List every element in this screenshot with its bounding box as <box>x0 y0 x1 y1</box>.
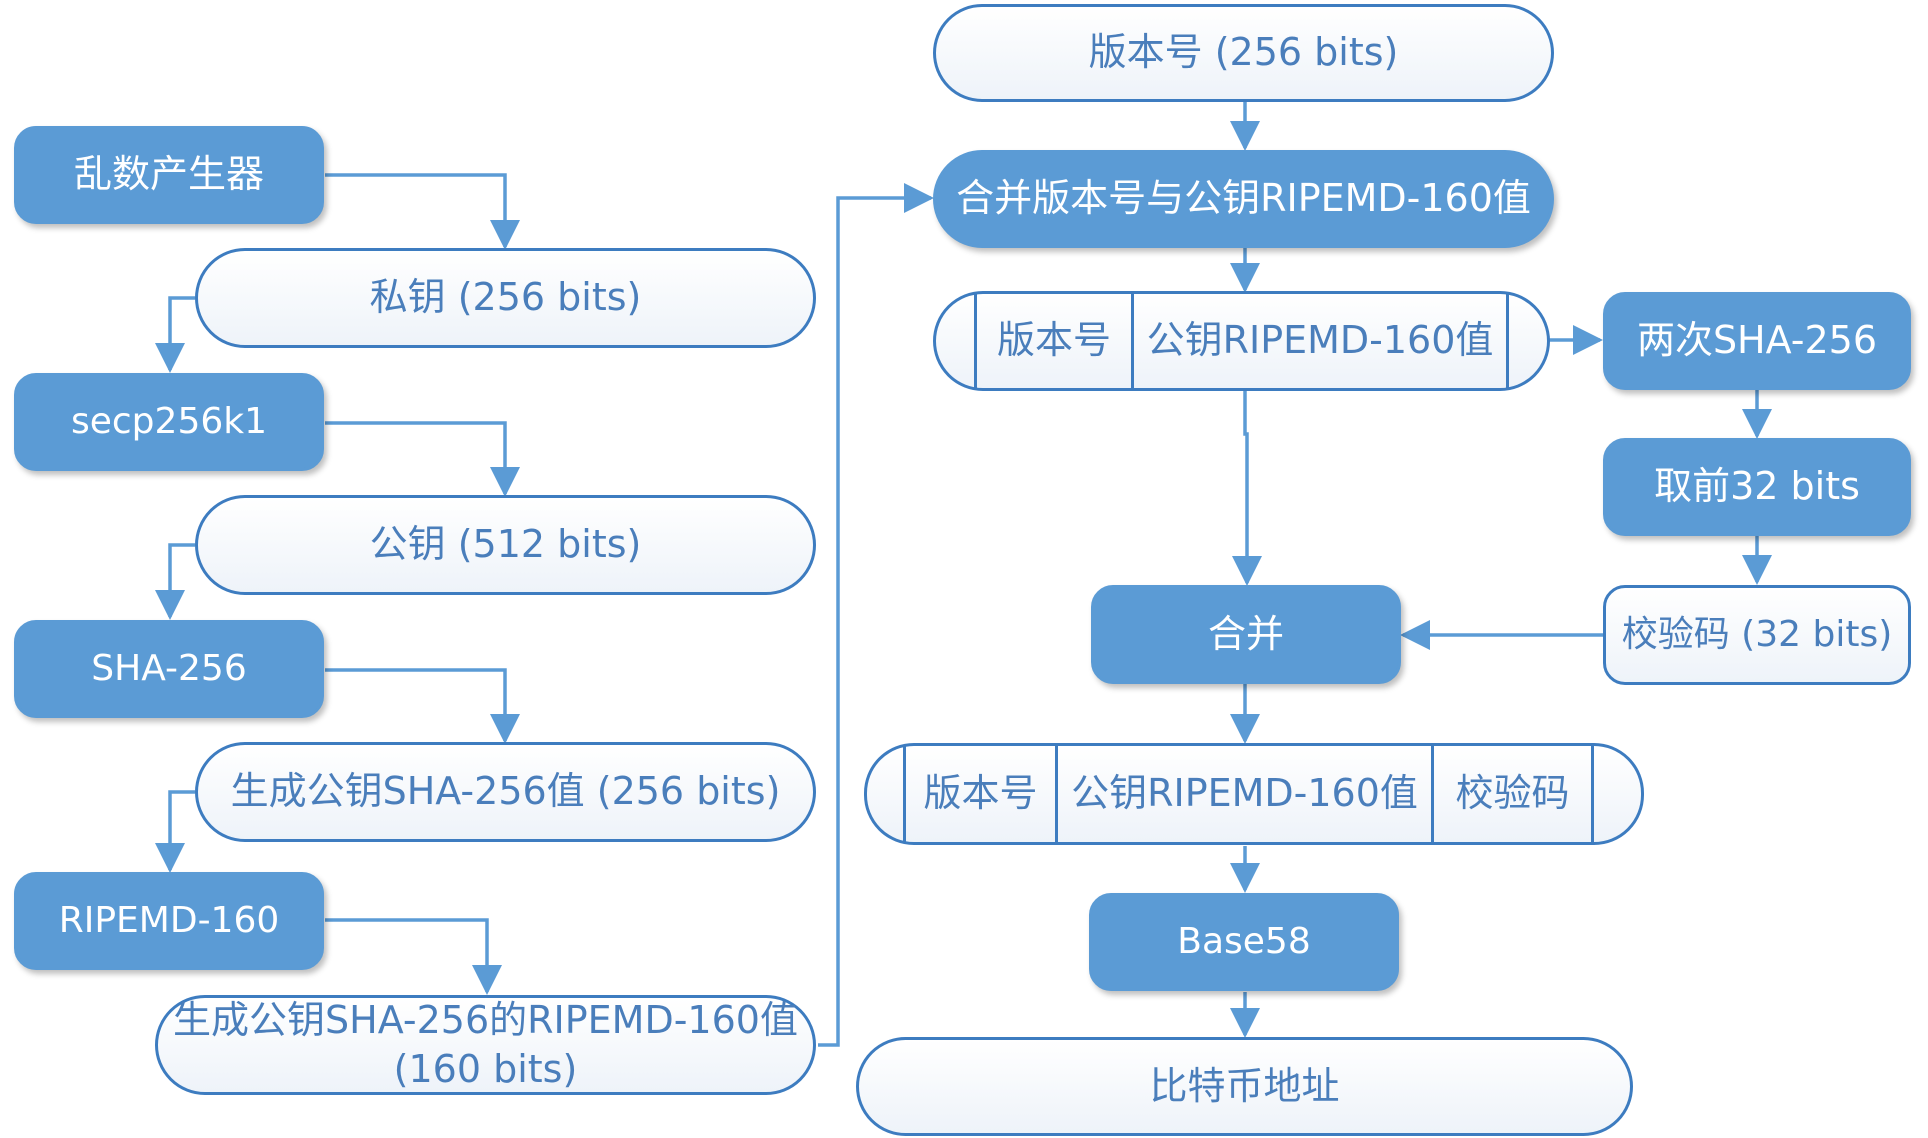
address-node: 比特币地址 <box>856 1037 1633 1136</box>
take32-label: 取前32 bits <box>1654 464 1860 509</box>
segment-ripemd-label: 公钥RIPEMD-160值 <box>1146 318 1494 363</box>
private-key-node: 私钥 (256 bits) <box>195 248 816 348</box>
public-key-node: 公钥 (512 bits) <box>195 495 816 595</box>
pub-sha-label: 生成公钥SHA-256值 (256 bits) <box>230 769 781 814</box>
pub-sha-node: 生成公钥SHA-256值 (256 bits) <box>195 742 816 842</box>
double-sha-label: 两次SHA-256 <box>1636 318 1878 363</box>
ripemd-node: RIPEMD-160 <box>14 872 324 970</box>
arrow-public-to-sha <box>155 543 195 620</box>
address-label: 比特币地址 <box>1149 1063 1340 1108</box>
final-segment-checksum: 校验码 <box>1434 746 1594 842</box>
checksum-node: 校验码 (32 bits) <box>1603 585 1911 685</box>
secp-label: secp256k1 <box>70 400 267 442</box>
arrow-seg-to-merge <box>1232 391 1262 586</box>
version-node: 版本号 (256 bits) <box>933 4 1554 102</box>
merge-version-node: 合并版本号与公钥RIPEMD-160值 <box>933 150 1554 248</box>
final-segment-ripemd-label: 公钥RIPEMD-160值 <box>1071 771 1418 816</box>
arrow-pubsha-to-ripemd <box>155 790 195 873</box>
arrow-sha-to-pubsha <box>325 668 520 744</box>
final-segment-ripemd: 公钥RIPEMD-160值 <box>1058 746 1434 842</box>
sha256-label: SHA-256 <box>91 647 247 689</box>
rng-node: 乱数产生器 <box>14 126 324 224</box>
ripemd-label: RIPEMD-160 <box>58 899 280 941</box>
merge-label: 合并 <box>1207 611 1284 656</box>
checksum-label: 校验码 (32 bits) <box>1621 613 1893 655</box>
take32-node: 取前32 bits <box>1603 438 1911 536</box>
arrow-ripemd-to-pubripemd <box>325 918 502 995</box>
final-segment-version: 版本号 <box>903 746 1058 842</box>
pub-ripemd-label-line1: 生成公钥SHA-256的RIPEMD-160值 <box>173 997 798 1042</box>
segment-ripemd: 公钥RIPEMD-160值 <box>1134 294 1509 388</box>
segment-version: 版本号 <box>974 294 1134 388</box>
rng-label: 乱数产生器 <box>73 152 264 197</box>
private-key-label: 私钥 (256 bits) <box>369 275 642 320</box>
pub-ripemd-node: 生成公钥SHA-256的RIPEMD-160值 (160 bits) <box>155 995 816 1095</box>
arrow-rng-to-private <box>325 173 520 250</box>
secp-node: secp256k1 <box>14 373 324 471</box>
double-sha-node: 两次SHA-256 <box>1603 292 1911 390</box>
arrow-private-to-secp <box>155 296 195 373</box>
final-segment: 版本号 公钥RIPEMD-160值 校验码 <box>864 743 1644 845</box>
arrow-secp-to-public <box>325 421 520 497</box>
merge-node: 合并 <box>1091 585 1401 684</box>
base58-node: Base58 <box>1089 893 1399 991</box>
public-key-label: 公钥 (512 bits) <box>369 522 642 567</box>
final-segment-version-label: 版本号 <box>923 771 1038 816</box>
version-ripemd-segment: 版本号 公钥RIPEMD-160值 <box>933 291 1550 391</box>
sha256-node: SHA-256 <box>14 620 324 718</box>
final-segment-checksum-label: 校验码 <box>1455 771 1570 816</box>
base58-label: Base58 <box>1177 920 1311 962</box>
segment-version-label: 版本号 <box>996 318 1111 363</box>
arrow-pubripemd-to-merge <box>818 183 934 1047</box>
version-label: 版本号 (256 bits) <box>1088 30 1399 75</box>
merge-version-label: 合并版本号与公钥RIPEMD-160值 <box>956 176 1531 221</box>
pub-ripemd-label-line2: (160 bits) <box>393 1047 578 1091</box>
